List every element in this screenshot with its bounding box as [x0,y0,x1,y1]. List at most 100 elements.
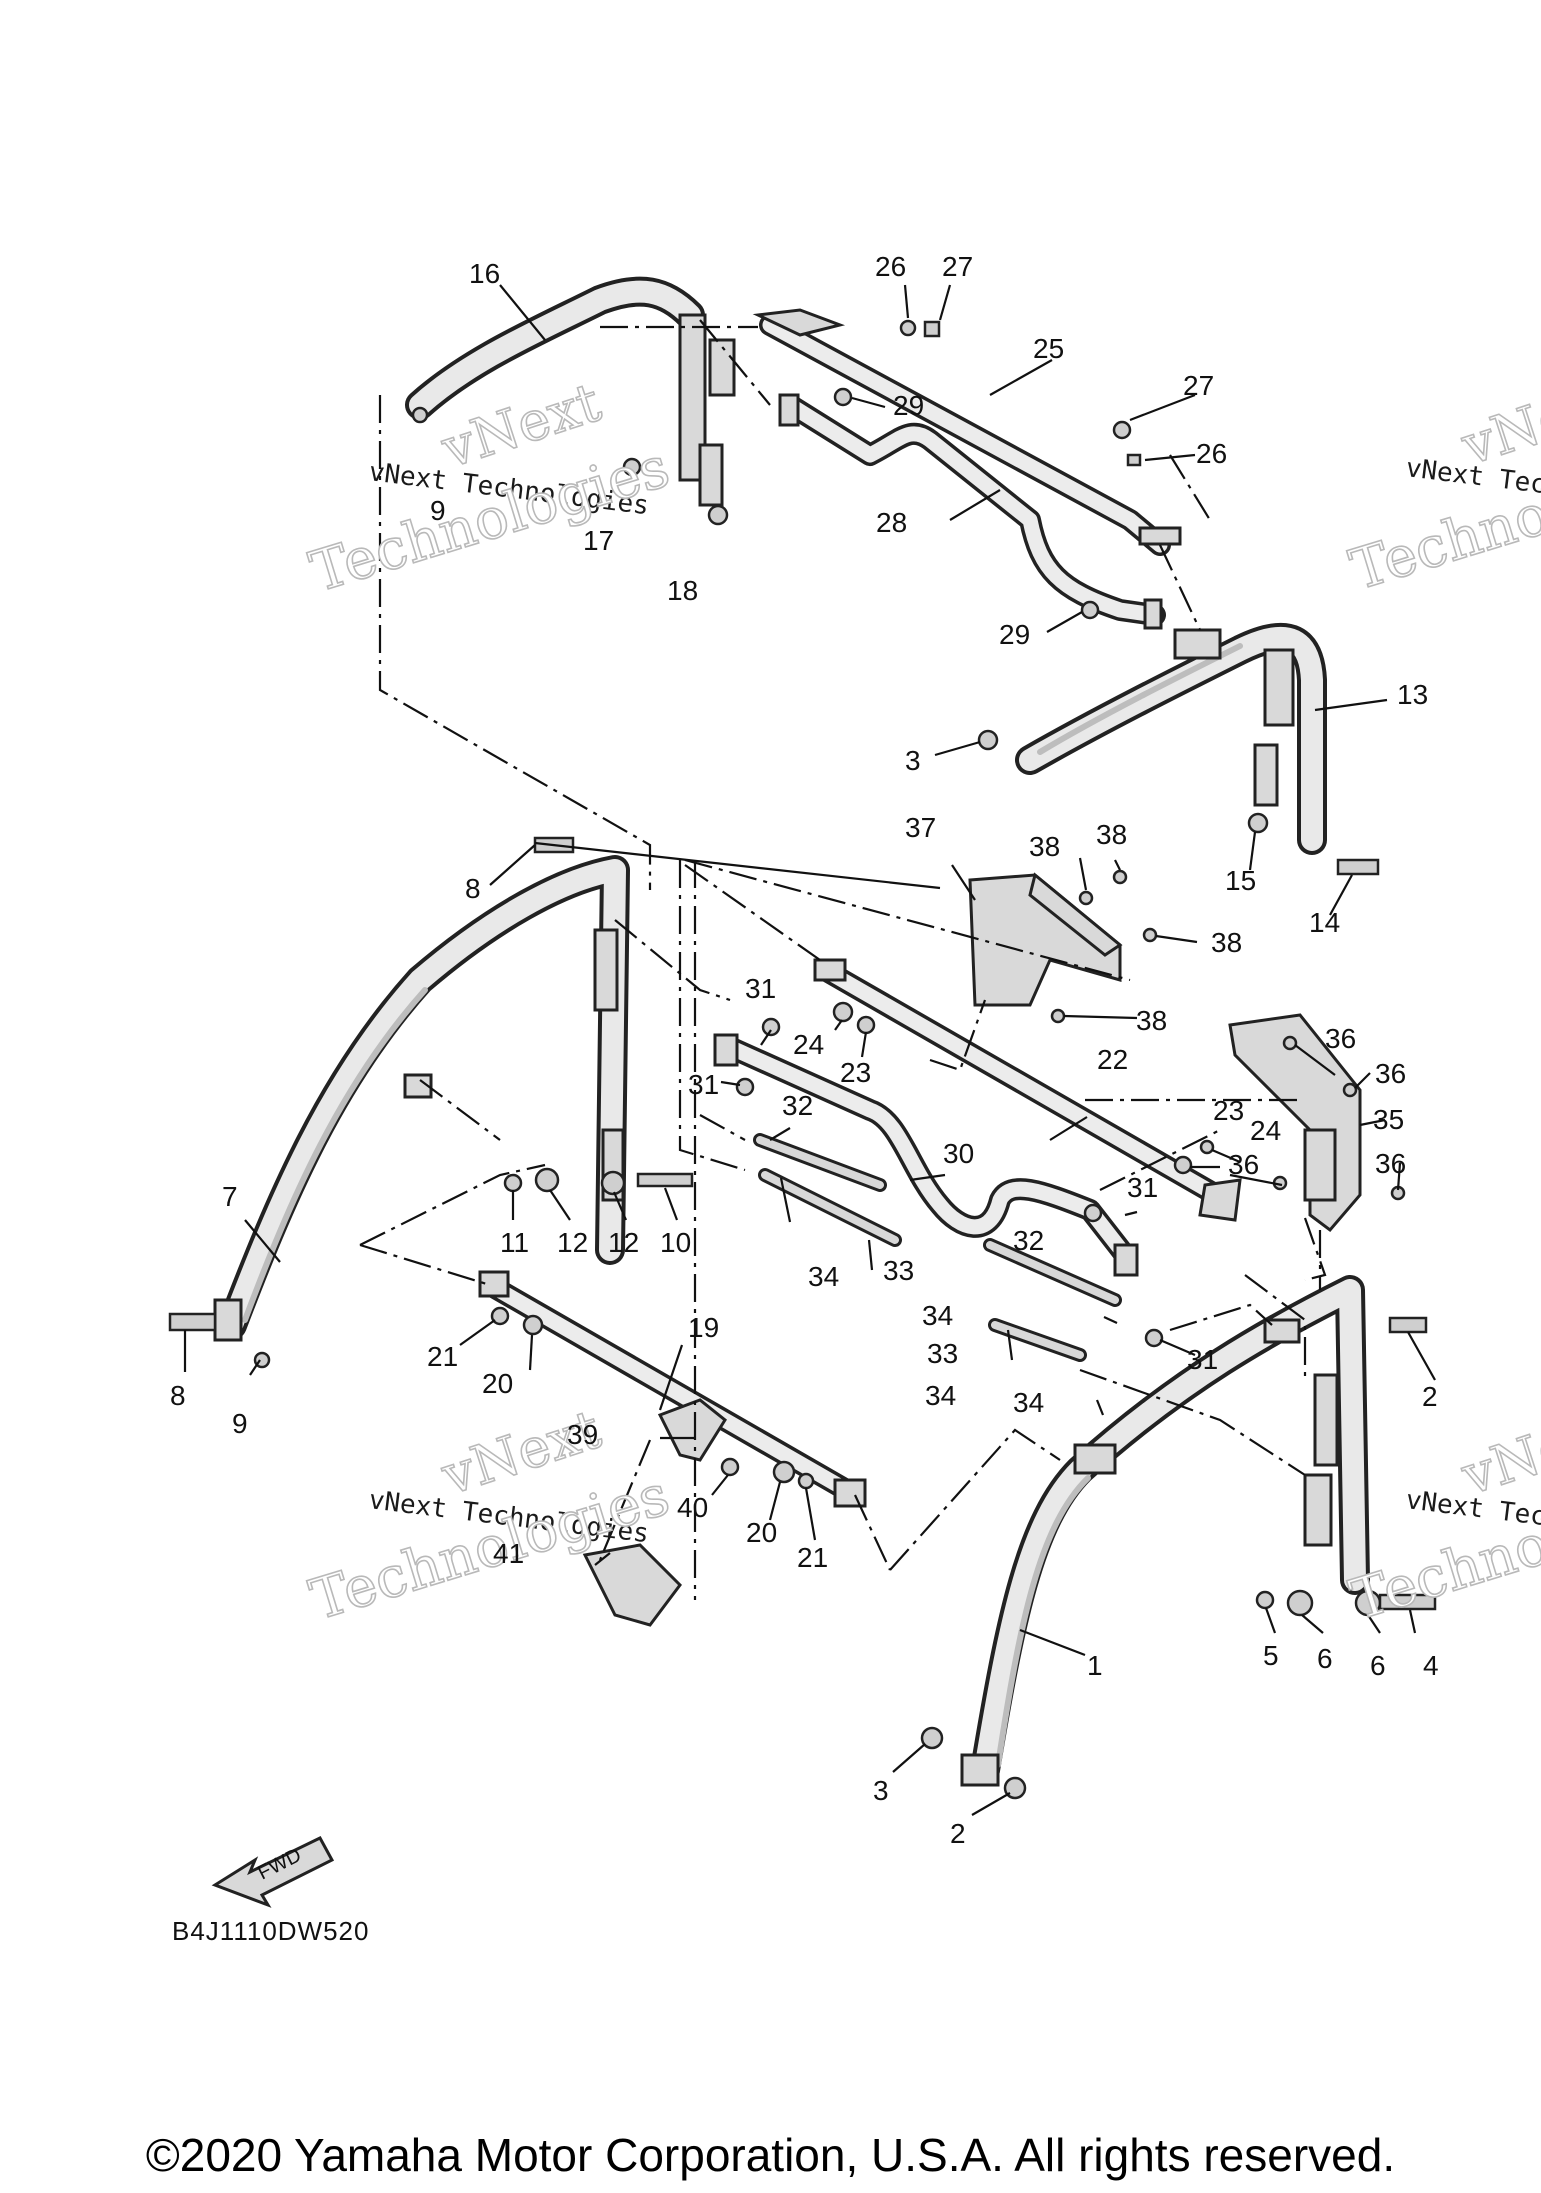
callout-31: 31 [688,1069,719,1100]
callout-1: 1 [1087,1650,1103,1681]
callout-28: 28 [876,507,907,538]
callout-36: 36 [1375,1148,1406,1179]
part-41-bracket [582,1543,682,1627]
fastener-11 [503,1173,523,1193]
callout-19: 19 [688,1312,719,1343]
callout-3: 3 [905,745,921,776]
callout-7: 7 [222,1181,238,1212]
callout-34: 34 [808,1261,839,1292]
fastener-27-top [923,320,941,338]
diagram-code: B4J1110DW520 [172,1916,370,1946]
part-25-cross-bar [752,308,1182,556]
part-16-upper-bow [405,276,736,507]
callout-41: 41 [493,1538,524,1569]
callout-38: 38 [1211,927,1242,958]
callout-2: 2 [950,1818,966,1849]
fastener-40 [720,1457,740,1477]
callout-9: 9 [430,495,446,526]
callout-24: 24 [793,1029,824,1060]
fastener-12a [534,1167,560,1193]
callout-12: 12 [608,1227,639,1258]
callout-13: 13 [1397,679,1428,710]
fastener-10 [636,1172,694,1188]
callout-39: 39 [567,1419,598,1450]
fastener-29-top [833,387,853,407]
fastener-3-top [977,729,999,751]
fastener-23-b [1173,1155,1193,1175]
fasteners [168,319,1437,1800]
part-19-lower-bar [478,1270,867,1508]
callout-15: 15 [1225,865,1256,896]
fastener-24-b [1199,1139,1215,1155]
fastener-17 [622,457,642,477]
fastener-36b [1342,1082,1358,1098]
fastener-36a [1282,1035,1298,1051]
fastener-31-d [1144,1328,1164,1348]
part-37-bracket [968,872,1123,1007]
callout-21: 21 [797,1542,828,1573]
callout-12: 12 [557,1227,588,1258]
fastener-5 [1255,1590,1275,1610]
part-13-upper-bow-right [1015,622,1327,855]
callout-23: 23 [840,1057,871,1088]
callout-33: 33 [927,1338,958,1369]
callout-9: 9 [232,1408,248,1439]
fastener-21-b [797,1472,815,1490]
fastener-6a [1286,1589,1314,1617]
part-32-rails [753,1133,1122,1307]
callout-32: 32 [1013,1225,1044,1256]
callout-11: 11 [500,1227,529,1258]
fastener-15 [1247,812,1269,834]
copyright-notice: ©2020 Yamaha Motor Corporation, U.S.A. A… [145,2129,1396,2181]
callout-16: 16 [469,258,500,289]
callout-26: 26 [1196,438,1227,469]
fastener-31-b [735,1077,755,1097]
callout-25: 25 [1033,333,1064,364]
part-28-bent-bar [778,393,1166,630]
callout-3: 3 [873,1775,889,1806]
callout-31: 31 [1127,1172,1158,1203]
callout-20: 20 [482,1368,513,1399]
fastener-27-right [1112,420,1132,440]
callout-30: 30 [943,1138,974,1169]
callout-24: 24 [1250,1115,1281,1146]
callout-27: 27 [942,251,973,282]
fastener-24-a [832,1001,854,1023]
callout-34: 34 [922,1300,953,1331]
callout-31: 31 [745,973,776,1004]
fastener-14 [1336,858,1380,876]
callout-14: 14 [1309,907,1340,938]
fastener-38c [1142,927,1158,943]
assembly-lines [359,319,1327,1600]
fastener-2-top [1388,1316,1428,1334]
fastener-31-c [1083,1203,1103,1223]
fastener-29-mid [1080,600,1100,620]
part-39-bracket [657,1398,727,1462]
part-7-left-pillar [213,855,630,1342]
watermark-bottom-right: vNext vNext Technologies Technologies [1342,1397,1541,1635]
fastener-26-top [899,319,917,337]
part-30-bent-bar [713,1033,1139,1277]
callout-36: 36 [1325,1023,1356,1054]
callout-22: 22 [1097,1044,1128,1075]
callout-32: 32 [782,1090,813,1121]
fastener-23-a [856,1015,876,1035]
callout-10: 10 [660,1227,691,1258]
fastener-21-a [490,1306,510,1326]
callout-29: 29 [999,619,1030,650]
callout-8: 8 [170,1380,186,1411]
callout-6: 6 [1317,1643,1333,1674]
callouts: 16 26 27 25 27 26 29 9 17 18 28 29 13 3 … [170,251,1439,1849]
fastener-9-top [411,406,429,424]
fastener-3-bottom [920,1726,944,1750]
callout-38: 38 [1096,819,1127,850]
callout-17: 17 [583,525,614,556]
part-33-rails [758,1168,1087,1362]
callout-23: 23 [1213,1095,1244,1126]
callout-35: 35 [1373,1104,1404,1135]
fastener-20-a [522,1314,544,1336]
fastener-20-b [772,1460,796,1484]
callout-33: 33 [883,1255,914,1286]
callout-20: 20 [746,1517,777,1548]
